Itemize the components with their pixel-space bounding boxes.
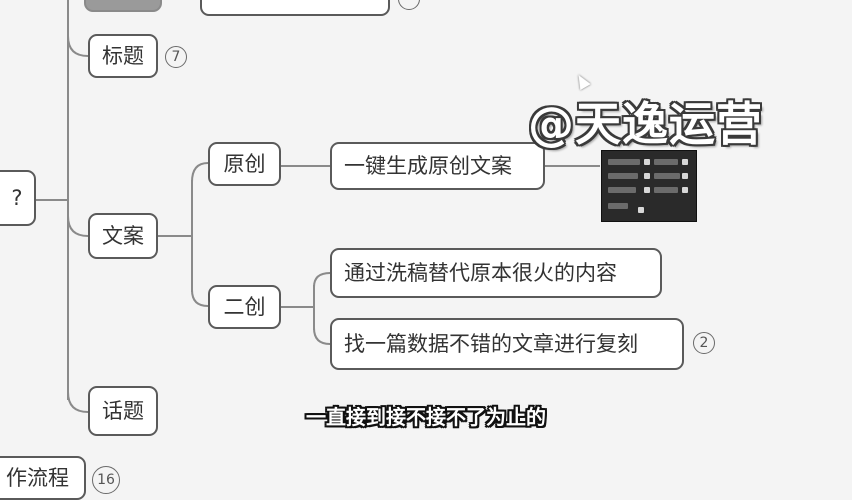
derivative-node[interactable]: 二创 bbox=[208, 285, 281, 329]
thumbnail-image[interactable] bbox=[601, 150, 697, 222]
root-node-label: ? bbox=[11, 185, 23, 210]
one-click-node-label: 一键生成原创文案 bbox=[344, 153, 512, 178]
video-subtitle: 一直接到接不接不了为止的 bbox=[306, 405, 546, 429]
copy-article-count-badge[interactable]: 2 bbox=[693, 332, 715, 354]
cropped-node-top-right[interactable] bbox=[200, 0, 390, 16]
copy-article-node[interactable]: 找一篇数据不错的文章进行复刻 bbox=[330, 318, 684, 370]
title-node-label: 标题 bbox=[102, 43, 144, 68]
topic-node[interactable]: 话题 bbox=[88, 386, 158, 436]
one-click-node[interactable]: 一键生成原创文案 bbox=[330, 142, 545, 190]
bottom-partial-node[interactable]: 作流程 bbox=[0, 456, 86, 500]
branch-rewrite bbox=[313, 272, 331, 288]
connector-lines bbox=[0, 0, 600, 479]
branch-derivative bbox=[191, 289, 209, 307]
branch-original bbox=[191, 162, 209, 183]
original-node[interactable]: 原创 bbox=[208, 142, 281, 186]
branch-topic bbox=[67, 391, 89, 413]
bottom-partial-node-label: 作流程 bbox=[6, 466, 69, 490]
copy-article-node-label: 找一篇数据不错的文章进行复刻 bbox=[344, 331, 638, 356]
title-node[interactable]: 标题 bbox=[88, 34, 158, 78]
copy-node-label: 文案 bbox=[102, 223, 144, 248]
copy-node[interactable]: 文案 bbox=[88, 213, 158, 259]
title-count-badge[interactable]: 7 bbox=[165, 46, 187, 68]
root-node[interactable]: ? bbox=[0, 170, 36, 226]
branch-title bbox=[67, 35, 89, 57]
branch-copy-article bbox=[313, 327, 331, 345]
original-node-label: 原创 bbox=[223, 151, 266, 176]
rewrite-node[interactable]: 通过洗稿替代原本很火的内容 bbox=[330, 248, 662, 298]
mindmap-canvas: ? 标题 7 文案 原创 一键生成原创文案 二创 通 bbox=[0, 0, 763, 500]
derivative-node-label: 二创 bbox=[223, 294, 266, 319]
watermark-text: @天逸运营 bbox=[528, 97, 763, 151]
bottom-count-badge[interactable]: 16 bbox=[92, 466, 120, 494]
branch-copy bbox=[67, 215, 89, 237]
topic-node-label: 话题 bbox=[102, 398, 144, 423]
rewrite-node-label: 通过洗稿替代原本很火的内容 bbox=[344, 260, 617, 285]
cropped-node-top-left[interactable] bbox=[84, 0, 162, 12]
